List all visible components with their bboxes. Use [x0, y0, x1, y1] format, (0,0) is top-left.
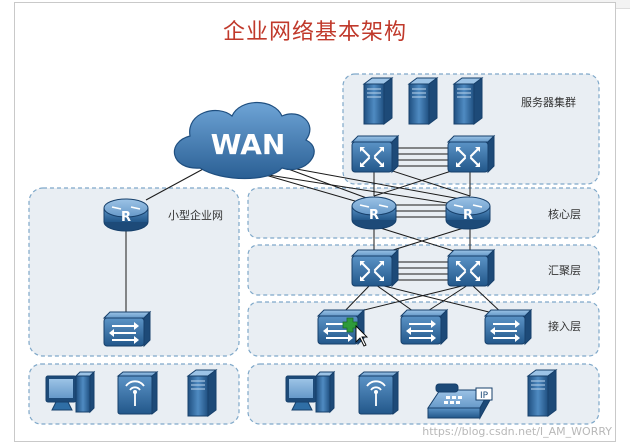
- zone-aggregation: [247, 244, 600, 296]
- cursor-pointer-icon: [342, 317, 369, 347]
- wan-cloud: [173, 102, 315, 180]
- l3-switch-icon: [350, 248, 400, 288]
- small-endpoints: [45, 369, 217, 417]
- server-icon: [363, 77, 393, 125]
- zone-server-cluster: [342, 73, 600, 185]
- access-layer-label: 接入层: [548, 320, 581, 333]
- l3-switch-icon: [446, 248, 496, 288]
- zone-core: [247, 187, 600, 239]
- server-icon: [408, 77, 438, 125]
- access-switch-icon: [103, 311, 151, 347]
- server-icon: [453, 77, 483, 125]
- main-endpoints: IP: [285, 369, 557, 420]
- aggregation-layer-label: 汇聚层: [548, 264, 581, 277]
- small-enterprise-label: 小型企业网: [168, 209, 223, 222]
- router-letter: R: [121, 210, 131, 225]
- core-layer-label: 核心层: [548, 208, 581, 221]
- access-switch-icon: [400, 309, 448, 345]
- server-cluster-label: 服务器集群: [521, 96, 576, 109]
- router-letter: R: [463, 208, 473, 223]
- router-letter: R: [369, 208, 379, 223]
- diagram-title: 企业网络基本架构: [222, 20, 407, 45]
- server-cluster-servers: [363, 77, 483, 125]
- zone-boxes: [28, 73, 600, 425]
- wireless-ap-icon: [117, 371, 158, 415]
- server-icon: [187, 369, 217, 417]
- wan-label: WAN: [211, 128, 286, 161]
- zone-main-endpoints: [247, 363, 600, 425]
- ip-phone-badge: IP: [480, 391, 489, 401]
- ip-phone-icon: IP: [427, 383, 493, 420]
- l3-switch-icon: [446, 134, 496, 174]
- small-enterprise-switch: [103, 311, 151, 347]
- l3-switch-icon: [350, 134, 400, 174]
- access-switch-icon: [484, 309, 532, 345]
- wireless-ap-icon: [358, 371, 399, 415]
- watermark: https://blog.csdn.net/I_AM_WORRY: [422, 425, 612, 438]
- zone-small-enterprise: [28, 187, 240, 357]
- server-icon: [527, 369, 557, 417]
